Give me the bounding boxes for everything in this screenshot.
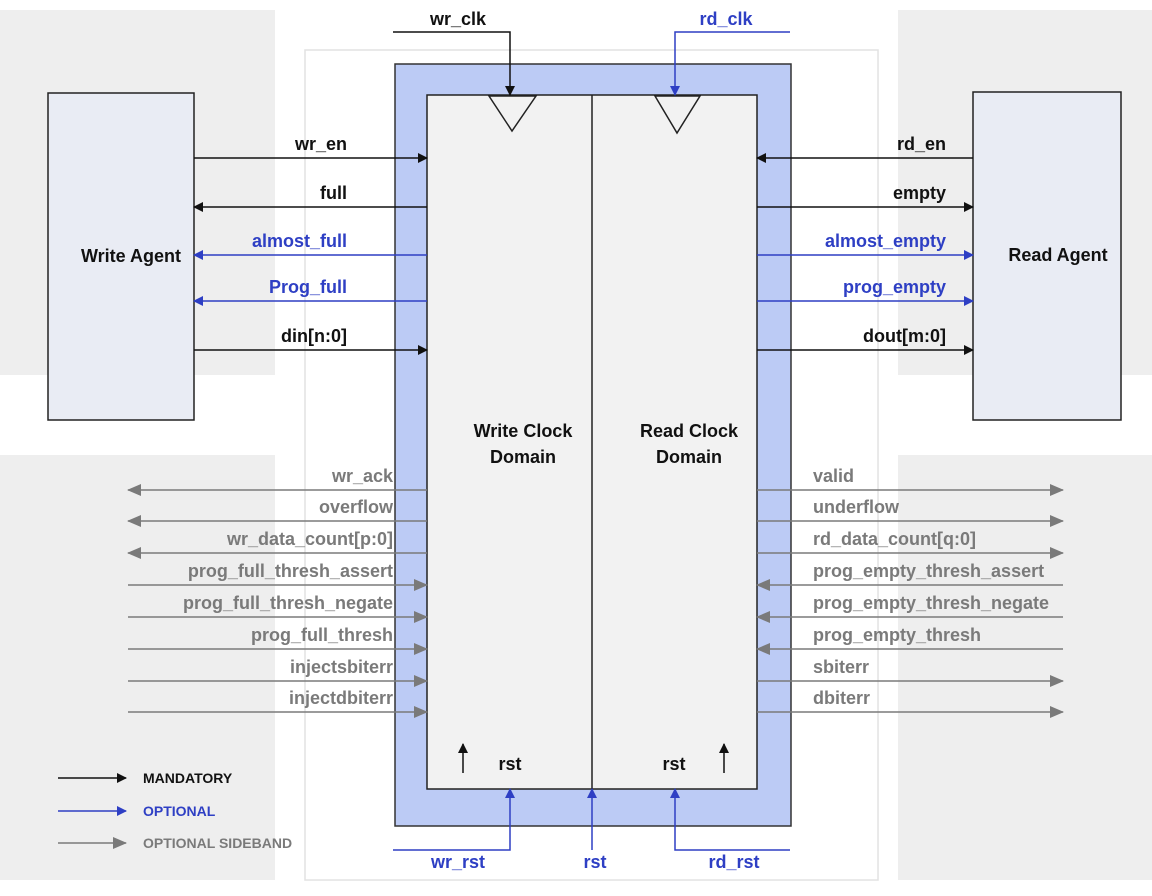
wr-ack-label: wr_ack: [331, 466, 394, 486]
dout-m-0-label: dout[m:0]: [863, 326, 946, 346]
wr-en-label: wr_en: [294, 134, 347, 154]
almost-full-label: almost_full: [252, 231, 347, 251]
write-domain-label-line2: Domain: [490, 447, 556, 467]
injectsbiterr-label: injectsbiterr: [290, 657, 393, 677]
background-center-frame: [304, 49, 879, 881]
injectdbiterr-label: injectdbiterr: [289, 688, 393, 708]
read-agent-label: Read Agent: [1008, 245, 1107, 265]
read-agent-box: [972, 91, 1122, 421]
overflow-label: overflow: [319, 497, 394, 517]
prog-empty-thresh-label: prog_empty_thresh: [813, 625, 981, 645]
legend-optional-sideband-label: OPTIONAL SIDEBAND: [143, 835, 292, 851]
rd-clk-wire: [670, 31, 790, 96]
sbiterr-label: sbiterr: [813, 657, 869, 677]
wr-clk-wire: [393, 31, 515, 96]
rd-en-label: rd_en: [897, 134, 946, 154]
wr-data-count-p-0-label: wr_data_count[p:0]: [226, 529, 393, 549]
legend-optional-label: OPTIONAL: [143, 803, 216, 819]
wr-rst-label: wr_rst: [430, 852, 485, 872]
write-agent-box: [47, 92, 195, 421]
write-clock-edge-symbol: [487, 95, 538, 133]
write-agent-label: Write Agent: [81, 246, 181, 266]
background-panel-bottom-right: [898, 455, 1152, 880]
inner-reset-label-write: rst: [498, 754, 521, 774]
dbiterr-label: dbiterr: [813, 688, 870, 708]
read-domain-label-line1: Read Clock: [640, 421, 739, 441]
inner-reset-label-read: rst: [662, 754, 685, 774]
read-domain-label-line2: Domain: [656, 447, 722, 467]
background-panel-bottom-left: [0, 455, 275, 880]
prog-empty-label: prog_empty: [843, 277, 946, 297]
full-label: full: [320, 183, 347, 203]
prog-full-label: Prog_full: [269, 277, 347, 297]
write-domain-label-line1: Write Clock: [474, 421, 574, 441]
read-clock-edge-symbol: [653, 95, 702, 135]
rd-clk-label: rd_clk: [699, 9, 753, 29]
rd-rst-label: rd_rst: [708, 852, 759, 872]
prog-full-thresh-assert-label: prog_full_thresh_assert: [188, 561, 393, 581]
rd-data-count-q-0-label: rd_data_count[q:0]: [813, 529, 976, 549]
prog-full-thresh-label: prog_full_thresh: [251, 625, 393, 645]
din-n-0-label: din[n:0]: [281, 326, 347, 346]
rst-label: rst: [583, 852, 606, 872]
prog-empty-thresh-assert-label: prog_empty_thresh_assert: [813, 561, 1044, 581]
wr-rst-wire: [393, 788, 515, 851]
rd-rst-wire: [670, 788, 790, 851]
valid-label: valid: [813, 466, 854, 486]
legend: MANDATORY OPTIONAL OPTIONAL SIDEBAND: [58, 770, 292, 851]
underflow-label: underflow: [813, 497, 900, 517]
prog-empty-thresh-negate-label: prog_empty_thresh_negate: [813, 593, 1049, 613]
prog-full-thresh-negate-label: prog_full_thresh_negate: [183, 593, 393, 613]
almost-empty-label: almost_empty: [825, 231, 946, 251]
legend-mandatory-label: MANDATORY: [143, 770, 233, 786]
empty-label: empty: [893, 183, 946, 203]
wr-clk-label: wr_clk: [429, 9, 487, 29]
